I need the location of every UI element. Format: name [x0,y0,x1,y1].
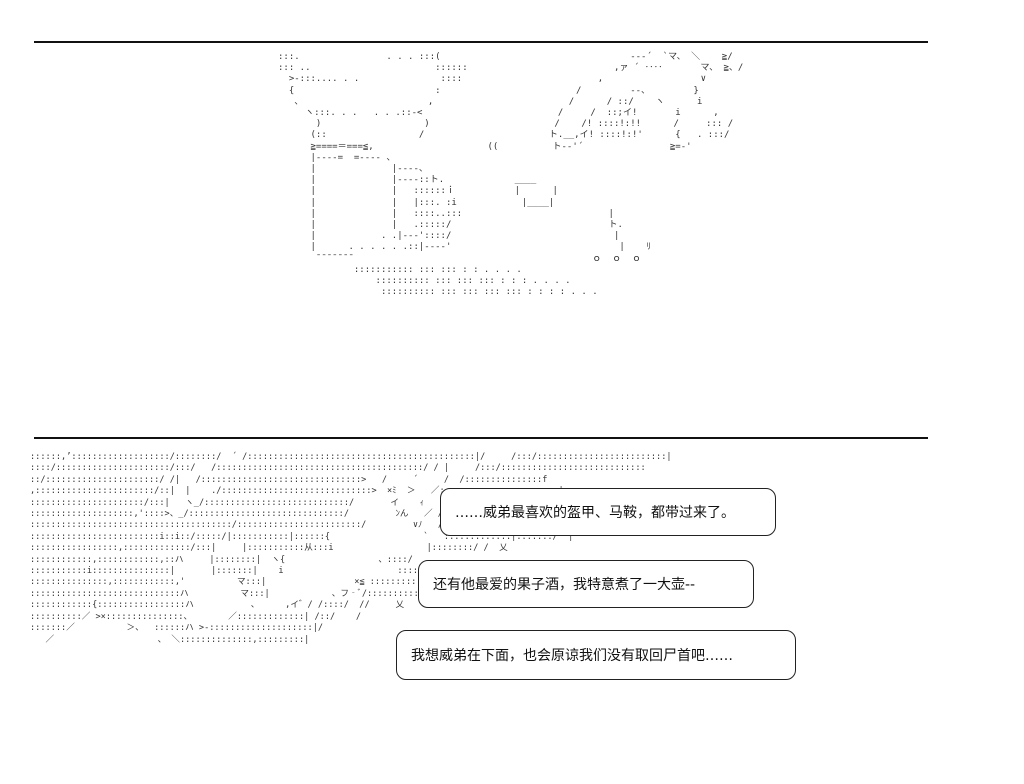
speech-text-3: 我想威弟在下面，也会原谅我们没有取回尸首吧…… [411,648,733,664]
ascii-art-character: ::::::,’:::::::::::::::::::/::::::::/ ´ … [30,452,672,645]
speech-bubble-3: 我想威弟在下面，也会原谅我们没有取回尸首吧…… [396,630,796,680]
top-divider [34,41,928,43]
speech-text-2: 还有他最爱的果子酒，我特意煮了一大壶‐‐ [433,577,696,593]
speech-bubble-1: ……威弟最喜欢的盔甲、马鞍，都带过来了。 [440,488,776,536]
speech-text-1: ……威弟最喜欢的盔甲、马鞍，都带过来了。 [455,505,735,521]
middle-divider [34,437,928,439]
speech-bubble-2: 还有他最爱的果子酒，我特意煮了一大壶‐‐ [418,560,754,608]
ascii-art-mug-scene: :::. . . . :::( --‐´ `マ、 ＼ ≧/ ::: .. :::… [278,52,744,298]
